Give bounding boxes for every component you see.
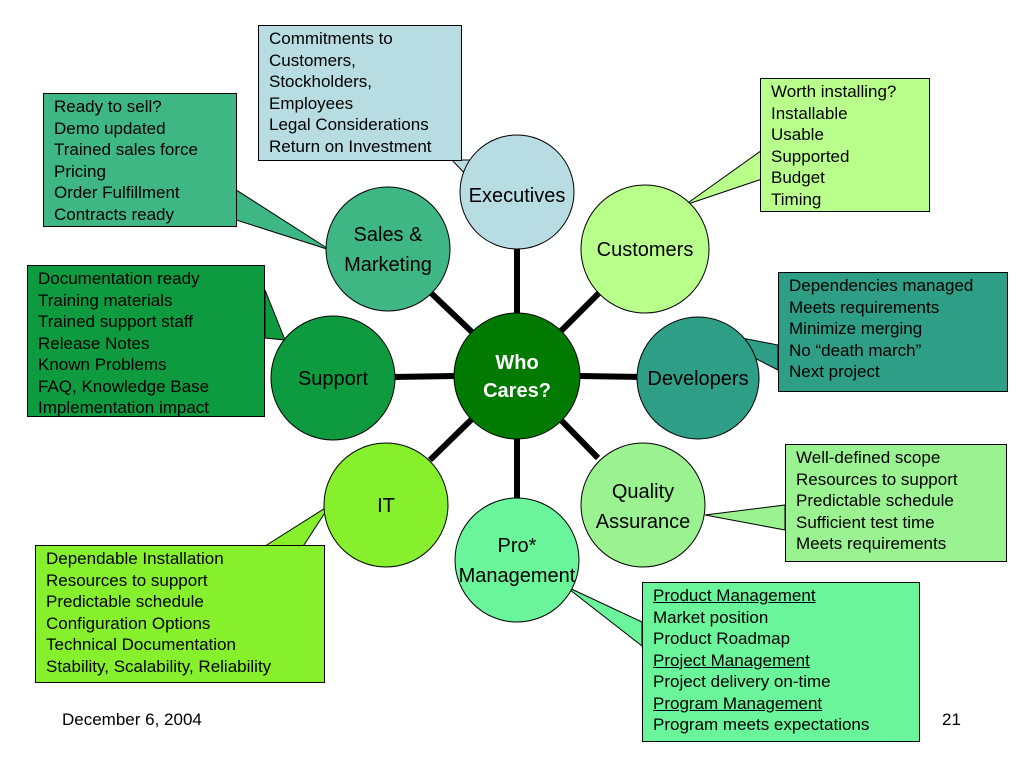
node-sales (325, 186, 451, 312)
callout-pro-line: Product Management (653, 586, 816, 605)
node-label-executives: Executives (447, 184, 587, 208)
developers-label: Developers (647, 368, 749, 390)
hub-label-line-2: Cares? (483, 380, 551, 402)
node-developers (636, 316, 760, 440)
callout-qa-line: Meets requirements (796, 534, 947, 553)
callout-developers-line: Dependencies managed (789, 276, 974, 295)
callout-executives-line: Legal Considerations (269, 115, 429, 134)
callout-developers-line: Meets requirements (789, 297, 940, 317)
pointer-support (264, 289, 286, 341)
callout-pro-line: Project delivery on-time (653, 672, 831, 691)
node-customers (580, 184, 710, 314)
node-label-sales: Sales & Marketing (318, 223, 458, 277)
callout-support-line: FAQ, Knowledge Base (38, 376, 210, 396)
callout-qa-line: Predictable schedule (796, 491, 954, 510)
hub-label: Who Cares? (457, 349, 577, 405)
callout-executives-line: Commitments to (269, 29, 393, 48)
callout-developers-line: Minimize merging (789, 319, 923, 338)
callout-executives-line: Return on Investment (269, 136, 432, 156)
qa-label-line-1: Quality (611, 481, 675, 503)
callout-sales-line: Demo updated (54, 118, 166, 138)
node-support (270, 315, 396, 441)
hub-circle (453, 312, 581, 440)
callout-it-line: Dependable Installation (46, 549, 224, 568)
executives-label: Executives (468, 185, 566, 207)
customers-label: Customers (596, 239, 694, 261)
qa-label-line-2: Assurance (595, 511, 691, 533)
callout-it-line: Configuration Options (46, 613, 211, 633)
callout-customers-line: Supported (771, 146, 850, 166)
callout-customers-line: Budget (771, 168, 825, 187)
node-label-customers: Customers (575, 238, 715, 262)
pointer-pro (564, 585, 643, 648)
it-label: IT (377, 495, 395, 517)
callout-developers-line: No “death march” (789, 340, 922, 360)
callout-customers-line: Installable (771, 103, 848, 123)
node-executives (459, 134, 575, 250)
footer-date: December 6, 2004 (62, 710, 202, 729)
callout-qa-line: Resources to support (796, 469, 958, 489)
sales-label-line-2: Marketing (344, 254, 432, 276)
support-label: Support (297, 368, 369, 390)
pointer-customers (684, 147, 766, 206)
node-pro (454, 497, 580, 623)
callout-executives-line: Customers, (269, 50, 356, 70)
callout-developers-line: Next project (789, 362, 880, 381)
pointer-qa (704, 504, 786, 531)
callout-support-line: Trained support staff (38, 312, 193, 331)
node-label-developers: Developers (628, 367, 768, 391)
callout-it-line: Predictable schedule (46, 592, 204, 611)
callout-executives-line: Stockholders, (269, 72, 372, 91)
callout-support-line: Implementation impact (38, 398, 210, 417)
node-qa (580, 442, 706, 568)
callout-pro-line: Project Management (653, 650, 810, 670)
callout-customers-line: Worth installing? (771, 82, 897, 101)
callout-sales-line: Pricing (54, 161, 106, 181)
callout-customers-line: Timing (771, 189, 822, 209)
pro-label-line-2: Management (458, 565, 576, 587)
callout-support-line: Documentation ready (38, 269, 200, 288)
node-label-support: Support (263, 367, 403, 391)
node-label-it: IT (316, 494, 456, 518)
callout-support-line: Release Notes (38, 333, 150, 353)
callout-customers-line: Usable (771, 125, 824, 144)
callout-pro-line: Market position (653, 607, 769, 627)
page-number: 21 (942, 710, 961, 729)
sales-label-line-1: Sales & (353, 224, 423, 246)
callout-pro-line: Program meets expectations (653, 715, 870, 734)
callout-support-line: Training materials (38, 290, 173, 310)
callout-it-line: Resources to support (46, 570, 208, 590)
callout-it-line: Technical Documentation (46, 635, 236, 654)
callout-sales-line: Trained sales force (54, 140, 198, 159)
callout-qa-line: Sufficient test time (796, 512, 935, 532)
callout-pro-line: Product Roadmap (653, 629, 791, 648)
node-it (323, 442, 449, 568)
callout-support-line: Known Problems (38, 355, 167, 374)
hub-label-line-1: Who (495, 352, 539, 374)
node-label-pro: Pro* Management (447, 534, 587, 588)
callout-sales-line: Order Fulfillment (54, 183, 180, 202)
callout-pro-line: Program Management (653, 693, 823, 713)
nodes (270, 134, 760, 623)
callout-sales-line: Ready to sell? (54, 97, 162, 116)
callout-executives-line: Employees (269, 93, 354, 113)
callout-qa-line: Well-defined scope (796, 448, 941, 467)
callout-it-line: Stability, Scalability, Reliability (46, 656, 272, 676)
callout-sales-line: Contracts ready (54, 204, 174, 224)
node-label-qa: Quality Assurance (573, 480, 713, 534)
pro-label-line-1: Pro* (497, 535, 537, 557)
callout-executives: Commitments to Customers, Stockholders, Emp… (258, 25, 462, 161)
